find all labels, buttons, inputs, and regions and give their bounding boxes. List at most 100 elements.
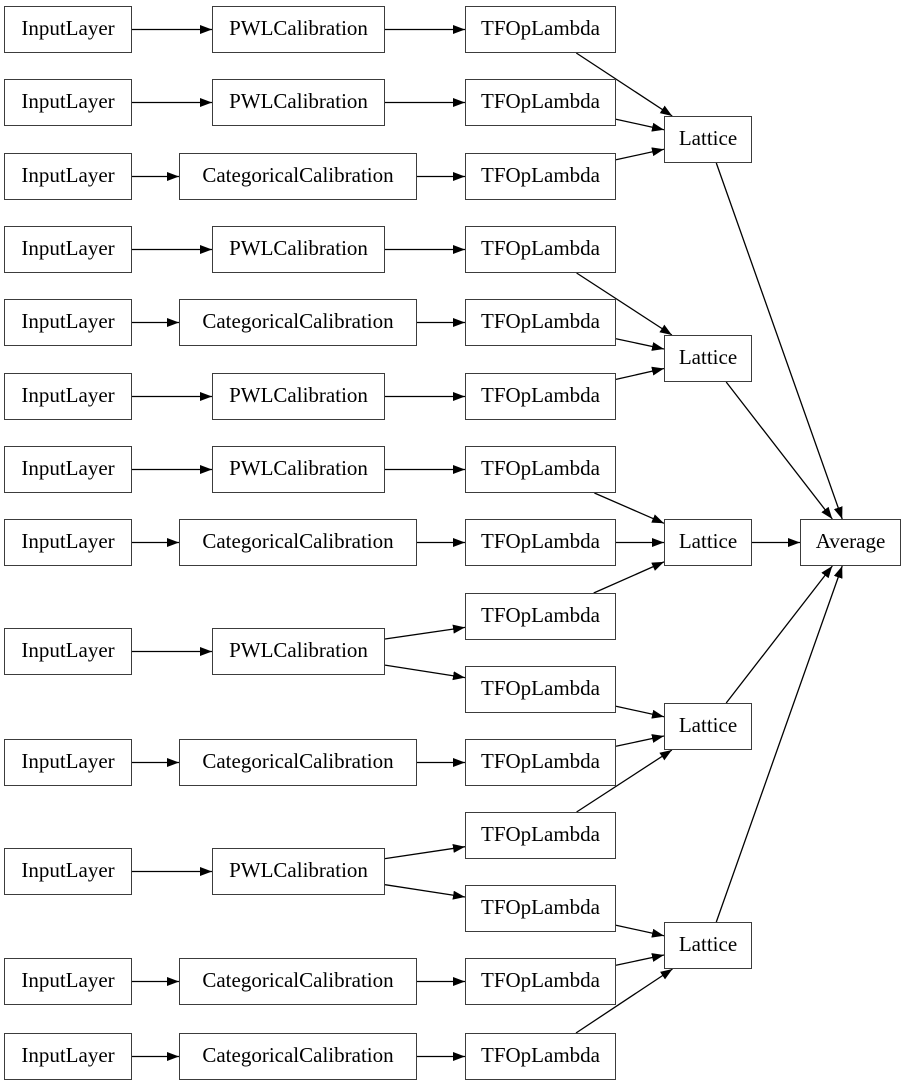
node-cal_13: CategoricalCalibration [179,1033,417,1080]
node-label: TFOpLambda [481,163,600,187]
node-label: InputLayer [21,383,115,407]
node-label: CategoricalCalibration [202,749,394,773]
edge-lambda_1-to-lattice_1 [575,52,673,117]
node-lambda_9: TFOpLambda [465,593,616,640]
node-input_4: InputLayer [4,226,132,273]
node-label: CategoricalCalibration [202,529,394,553]
node-input_9: InputLayer [4,628,132,675]
node-label: Average [815,529,886,553]
edge-lambda_3-to-lattice_1 [615,147,665,161]
edge-lambda_11-to-lattice_4 [615,734,665,747]
node-label: PWLCalibration [229,383,368,407]
node-input_2: InputLayer [4,79,132,126]
node-label: InputLayer [21,16,115,40]
edge-lattice_2-to-average [725,381,833,520]
node-label: PWLCalibration [229,89,368,113]
edge-lambda_5-to-lattice_2 [615,338,665,351]
node-lambda_4: TFOpLambda [465,226,616,273]
node-label: TFOpLambda [481,968,600,992]
node-label: Lattice [678,932,738,956]
edge-lambda_4-to-lattice_2 [576,272,673,336]
node-label: InputLayer [21,309,115,333]
node-label: TFOpLambda [481,236,600,260]
node-lambda_12: TFOpLambda [465,812,616,859]
node-label: TFOpLambda [481,16,600,40]
node-label: PWLCalibration [229,456,368,480]
node-lambda_6: TFOpLambda [465,373,616,420]
node-input_13: InputLayer [4,1033,132,1080]
node-label: CategoricalCalibration [202,163,394,187]
node-lambda_2: TFOpLambda [465,79,616,126]
node-lambda_14: TFOpLambda [465,958,616,1005]
edge-lambda_6-to-lattice_2 [615,366,665,381]
node-cal_11: PWLCalibration [212,848,385,895]
edge-cal_11-to-lambda_13 [384,884,466,900]
node-input_10: InputLayer [4,739,132,786]
node-label: PWLCalibration [229,236,368,260]
edge-lattice_1-to-average [715,162,843,520]
node-label: InputLayer [21,236,115,260]
node-lambda_10: TFOpLambda [465,666,616,713]
node-label: InputLayer [21,749,115,773]
node-cal_2: PWLCalibration [212,79,385,126]
node-lattice_4: Lattice [664,703,752,750]
node-label: InputLayer [21,89,115,113]
node-cal_4: PWLCalibration [212,226,385,273]
node-input_7: InputLayer [4,446,132,493]
node-cal_6: PWLCalibration [212,373,385,420]
node-label: Lattice [678,126,738,150]
node-input_3: InputLayer [4,153,132,200]
node-label: PWLCalibration [229,16,368,40]
node-label: InputLayer [21,1043,115,1067]
node-label: InputLayer [21,638,115,662]
edge-cal_9-to-lambda_10 [384,664,466,681]
node-lambda_3: TFOpLambda [465,153,616,200]
edge-lambda_7-to-lattice_3 [594,492,665,524]
edge-lambda_13-to-lattice_5 [615,924,665,938]
node-label: TFOpLambda [481,822,600,846]
edge-lambda_15-to-lattice_5 [575,968,673,1034]
node-label: Lattice [678,713,738,737]
node-label: CategoricalCalibration [202,309,394,333]
node-lambda_11: TFOpLambda [465,739,616,786]
node-input_8: InputLayer [4,519,132,566]
node-lattice_2: Lattice [664,335,752,382]
edge-lambda_10-to-lattice_4 [615,705,665,719]
node-cal_12: CategoricalCalibration [179,958,417,1005]
node-cal_5: CategoricalCalibration [179,299,417,346]
node-label: InputLayer [21,529,115,553]
node-label: CategoricalCalibration [202,1043,394,1067]
edge-lattice_5-to-average [715,565,843,923]
node-label: TFOpLambda [481,383,600,407]
node-label: Lattice [678,345,738,369]
node-lambda_13: TFOpLambda [465,885,616,932]
node-label: InputLayer [21,858,115,882]
node-cal_1: PWLCalibration [212,6,385,53]
edge-lambda_12-to-lattice_4 [576,749,673,813]
node-label: TFOpLambda [481,456,600,480]
node-label: TFOpLambda [481,309,600,333]
node-input_6: InputLayer [4,373,132,420]
node-label: InputLayer [21,456,115,480]
edge-cal_9-to-lambda_9 [384,624,466,640]
node-input_1: InputLayer [4,6,132,53]
edge-lattice_4-to-average [725,565,833,704]
node-label: TFOpLambda [481,89,600,113]
node-cal_9: PWLCalibration [212,628,385,675]
edge-lambda_14-to-lattice_5 [615,953,665,966]
node-cal_8: CategoricalCalibration [179,519,417,566]
node-input_5: InputLayer [4,299,132,346]
node-cal_7: PWLCalibration [212,446,385,493]
node-lambda_5: TFOpLambda [465,299,616,346]
node-label: TFOpLambda [481,676,600,700]
node-label: InputLayer [21,163,115,187]
node-label: PWLCalibration [229,638,368,662]
node-label: TFOpLambda [481,529,600,553]
node-lattice_1: Lattice [664,116,752,163]
node-label: CategoricalCalibration [202,968,394,992]
node-label: TFOpLambda [481,895,600,919]
node-lambda_1: TFOpLambda [465,6,616,53]
